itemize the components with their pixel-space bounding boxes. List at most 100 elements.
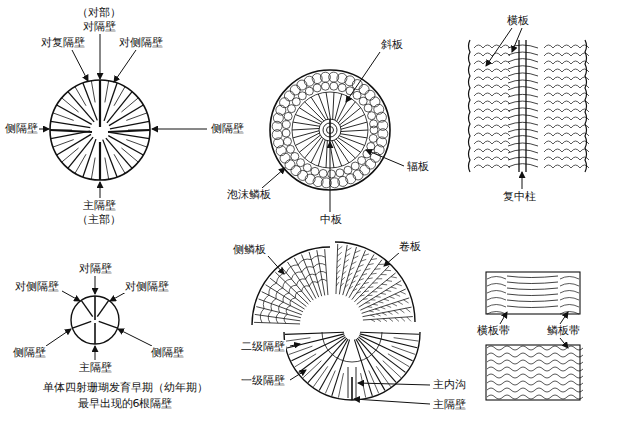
corallite-wall	[71, 296, 119, 344]
septum	[295, 354, 316, 367]
dissepiment	[501, 77, 510, 80]
part-label: 复中柱	[502, 190, 537, 203]
herringbone-dissepiment	[358, 265, 363, 267]
dissepiment-bubble	[345, 76, 355, 86]
dissepiment	[483, 45, 492, 48]
septum	[362, 298, 410, 313]
dissepiment	[474, 125, 483, 128]
septum	[121, 148, 138, 162]
herringbone-dissepiment	[375, 268, 381, 270]
dissepiment	[562, 165, 571, 168]
septum	[354, 340, 372, 396]
leader-arrow	[95, 346, 96, 360]
herringbone-dissepiment	[360, 287, 365, 288]
septum	[106, 138, 132, 168]
dissepiment	[553, 157, 562, 160]
septum	[361, 373, 366, 397]
septum	[107, 92, 132, 123]
septum	[357, 338, 396, 382]
dissepiment	[562, 109, 571, 112]
septum	[341, 115, 365, 127]
dissepiment-bubble	[313, 84, 321, 92]
septum	[313, 366, 327, 386]
dissepiment	[474, 109, 483, 112]
dissepiment	[492, 77, 501, 80]
leader-arrow	[500, 312, 507, 324]
dissepiment	[580, 157, 589, 160]
lonsdaleoid-dissepiment	[284, 314, 287, 323]
herringbone-dissepiment	[344, 260, 348, 263]
dissepiment	[580, 93, 589, 96]
dissepiment-bubble	[291, 152, 299, 160]
herringbone-dissepiment	[354, 275, 358, 277]
herringbone-dissepiment	[392, 303, 397, 306]
dissepiment	[544, 133, 553, 136]
lonsdaleoid-dissepiment	[268, 310, 272, 322]
fossula-edge	[348, 367, 349, 398]
dissepiment-bubble	[286, 145, 294, 153]
wall	[469, 40, 471, 172]
herringbone-dissepiment	[378, 264, 384, 265]
figure-caption: 单体四射珊瑚发育早期（幼年期） 最早出现的6根隔壁	[38, 380, 212, 412]
dissepiment	[553, 69, 562, 72]
herringbone-dissepiment	[353, 256, 358, 259]
dissepiment	[553, 117, 562, 120]
leader-arrow	[118, 329, 152, 346]
dissepiment	[562, 125, 571, 128]
septum	[339, 245, 347, 294]
septum	[51, 121, 91, 127]
septum	[335, 94, 342, 120]
herringbone-dissepiment	[382, 284, 387, 286]
herringbone-dissepiment	[337, 264, 341, 268]
septum	[104, 83, 117, 121]
herringbone-dissepiment	[379, 302, 384, 303]
part-label: 一级隔壁	[240, 374, 286, 387]
herringbone-dissepiment	[373, 304, 378, 306]
herringbone-dissepiment	[396, 284, 402, 286]
part-label: 侧隔壁	[4, 122, 39, 135]
dissepiment	[580, 125, 589, 128]
dissepiment	[571, 133, 580, 136]
part-label: 侧隔壁	[210, 122, 245, 135]
dissepiment	[571, 157, 580, 160]
herringbone-dissepiment	[373, 282, 378, 283]
dissepiment	[553, 133, 562, 136]
septum	[286, 338, 311, 341]
septum	[299, 108, 322, 123]
dissepiment	[571, 125, 580, 128]
dissepiment	[492, 165, 501, 168]
dissepiment	[553, 149, 562, 152]
leader-arrow	[522, 172, 523, 189]
dissepiment	[483, 85, 492, 88]
dissepiment	[560, 298, 579, 301]
herringbone-dissepiment	[366, 302, 371, 303]
tabula	[508, 59, 538, 62]
dissepiment-bubble	[370, 97, 380, 107]
lonsdaleoid-dissepiment	[306, 274, 316, 279]
herringbone-dissepiment	[385, 270, 391, 271]
herringbone-dissepiment	[403, 300, 408, 303]
dissepiment	[560, 291, 579, 294]
lonsdaleoid-dissepiment	[263, 295, 269, 308]
herringbone-dissepiment	[338, 246, 343, 250]
dissepiment	[487, 388, 583, 392]
septum	[363, 317, 413, 320]
herringbone-dissepiment	[394, 311, 399, 314]
dissepiment-bubble	[284, 112, 292, 120]
dissepiment	[492, 61, 501, 64]
part-label: 对侧隔壁	[14, 280, 60, 293]
leader-arrow	[38, 129, 49, 130]
herringbone-dissepiment	[343, 271, 347, 274]
herringbone-dissepiment	[406, 308, 411, 312]
median-plate	[329, 119, 331, 141]
septum	[293, 131, 319, 138]
part-label: （主部）	[76, 213, 122, 226]
septum	[262, 292, 303, 312]
dissepiment	[474, 53, 483, 56]
dissepiment	[474, 165, 483, 168]
tabula	[508, 122, 538, 125]
dissepiment	[483, 77, 492, 80]
dissepiment-bubble	[305, 87, 313, 95]
dissepiment-bubble	[280, 98, 290, 108]
dissepiment	[492, 93, 501, 96]
